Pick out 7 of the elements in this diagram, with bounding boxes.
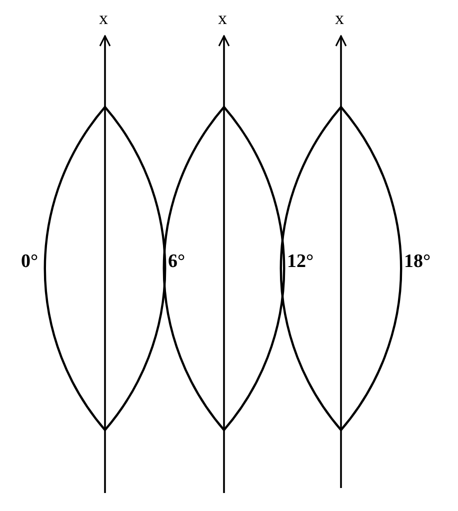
axis-label: x [99,8,108,28]
angle-label: 12° [287,252,314,272]
angle-label: 6° [168,252,186,272]
angle-label: 18° [404,252,431,272]
angle-label: 0° [21,252,38,272]
axis-label: x [218,8,227,28]
axis-label: x [335,8,344,28]
